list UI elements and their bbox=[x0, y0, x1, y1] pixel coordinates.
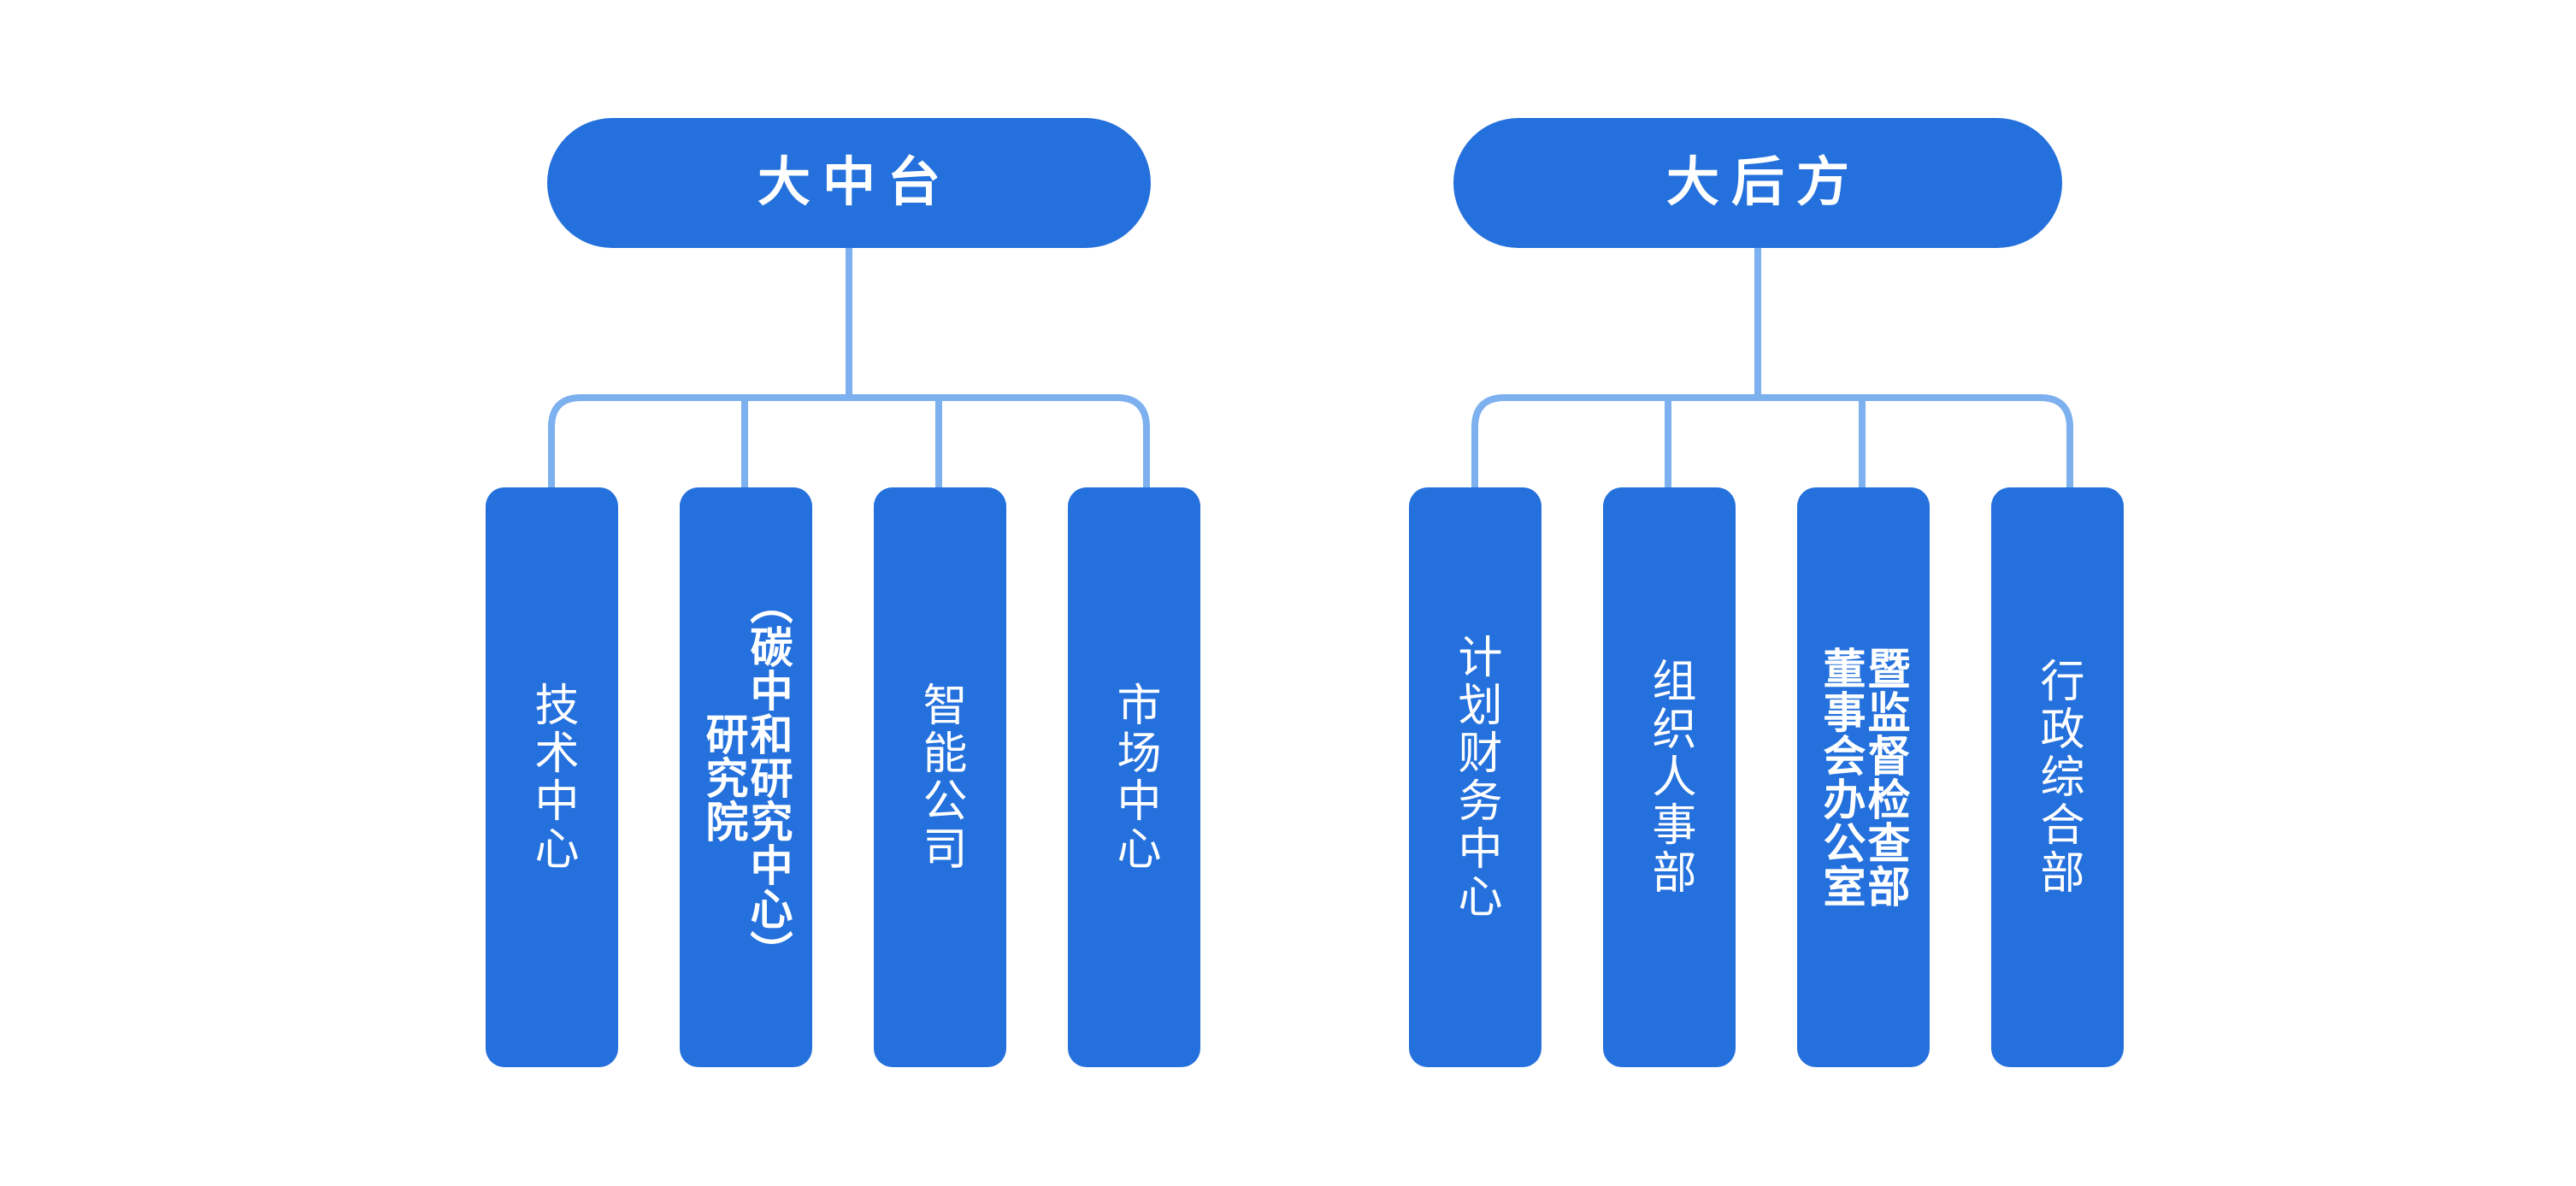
leaf-node-label-line-1: 暨监督检查部 bbox=[1861, 646, 1910, 908]
root-node-label: 大后方 bbox=[1665, 153, 1861, 212]
leaf-node-label: 市场中心 bbox=[1110, 682, 1160, 873]
leaf-node-row-left: 技术中心 （碳中和研究中心） 研究院 智能公司 市场中心 bbox=[486, 487, 1200, 1067]
leaf-node-org-hr[interactable]: 组织人事部 bbox=[1603, 487, 1736, 1067]
leaf-node-intel-company[interactable]: 智能公司 bbox=[874, 487, 1006, 1067]
leaf-node-admin-general[interactable]: 行政综合部 bbox=[1991, 487, 2124, 1067]
leaf-node-label: 技术中心 bbox=[528, 682, 578, 873]
leaf-node-market-center[interactable]: 市场中心 bbox=[1068, 487, 1200, 1067]
connector-bus bbox=[1471, 394, 2073, 487]
leaf-node-research-inst[interactable]: （碳中和研究中心） 研究院 bbox=[680, 487, 812, 1067]
leaf-node-row-right: 计划财务中心 组织人事部 暨监督检查部 董事会办公室 行政综合部 bbox=[1409, 487, 2124, 1067]
leaf-node-label-line-2: 研究院 bbox=[699, 711, 748, 843]
root-node-label: 大中台 bbox=[757, 153, 952, 212]
org-group-big-middle-platform: 大中台 技术中心 （碳中和研究中心） 研究院 智能公司 市场中心 bbox=[0, 0, 1282, 1186]
connector-bus bbox=[548, 394, 1150, 487]
org-group-big-rear-support: 大后方 计划财务中心 组织人事部 暨监督检查部 董事会办公室 行政综合部 bbox=[1282, 0, 2576, 1186]
leaf-node-plan-finance[interactable]: 计划财务中心 bbox=[1409, 487, 1541, 1067]
leaf-node-label-line-1: （碳中和研究中心） bbox=[744, 581, 793, 974]
leaf-node-label: 组织人事部 bbox=[1645, 658, 1695, 897]
leaf-node-label: 智能公司 bbox=[916, 682, 966, 873]
leaf-node-label: 计划财务中心 bbox=[1451, 634, 1501, 921]
leaf-node-tech-center[interactable]: 技术中心 bbox=[486, 487, 618, 1067]
leaf-node-board-office[interactable]: 暨监督检查部 董事会办公室 bbox=[1797, 487, 1930, 1067]
leaf-node-label-line-2: 董事会办公室 bbox=[1817, 646, 1866, 908]
root-node-big-rear-support[interactable]: 大后方 bbox=[1453, 118, 2062, 248]
leaf-node-label: 行政综合部 bbox=[2033, 658, 2084, 897]
root-node-big-middle-platform[interactable]: 大中台 bbox=[547, 118, 1151, 248]
